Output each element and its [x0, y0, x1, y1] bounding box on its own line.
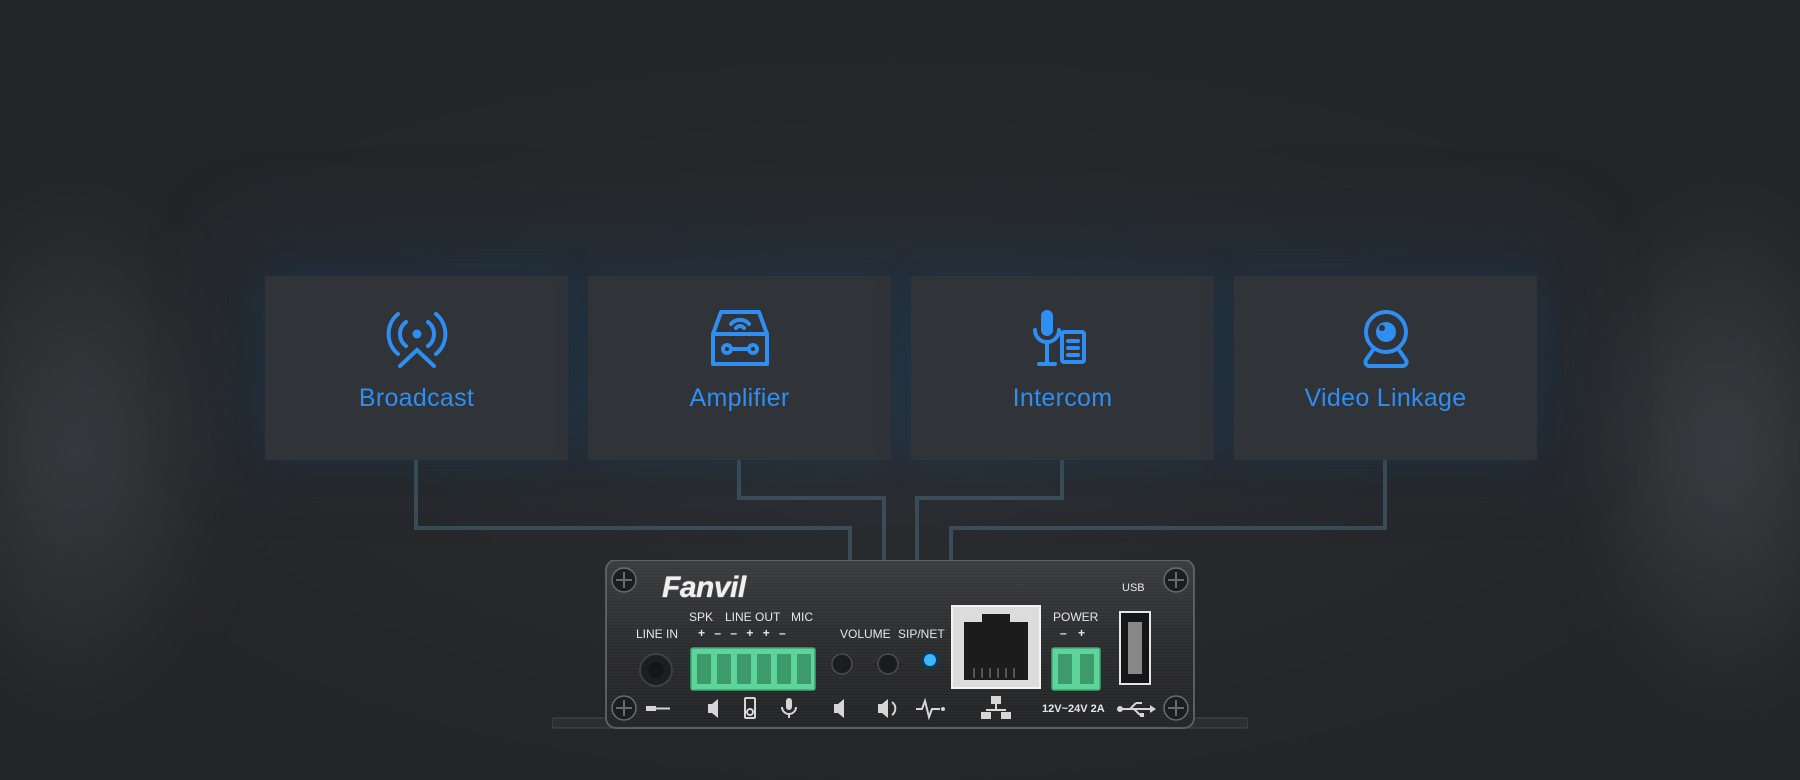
sip-net-label: SIP/NET: [898, 627, 945, 641]
spk-label: SPK: [689, 610, 714, 624]
feature-label: Amplifier: [689, 384, 790, 412]
volume-label: VOLUME: [840, 627, 891, 641]
power-polarity-label: – +: [1060, 626, 1086, 640]
mic-label: MIC: [791, 610, 813, 624]
amplifier-icon: [705, 308, 775, 370]
line-in-label: LINE IN: [636, 627, 679, 641]
feature-label: Broadcast: [358, 384, 475, 412]
power-spec-label: 12V~24V 2A: [1042, 703, 1105, 715]
brand-logo: Fanvil: [662, 571, 746, 604]
line-out-label: LINE OUT: [725, 610, 781, 624]
amplifier-device: [552, 560, 1248, 729]
feature-label: Intercom: [1012, 384, 1113, 412]
terminal-polarity-label: + – – + + –: [698, 626, 786, 640]
feature-card-broadcast: Broadcast: [265, 276, 568, 460]
feature-card-amplifier: Amplifier: [588, 276, 891, 460]
usb-label: USB: [1122, 582, 1145, 594]
feature-card-video-linkage: Video Linkage: [1234, 276, 1537, 460]
power-label: POWER: [1053, 610, 1099, 624]
intercom-icon: [1028, 308, 1098, 370]
feature-label: Video Linkage: [1304, 384, 1467, 412]
right-glow: [1570, 170, 1800, 730]
left-glow: [0, 170, 230, 730]
feature-card-intercom: Intercom: [911, 276, 1214, 460]
broadcast-icon: [382, 308, 452, 370]
camera-icon: [1351, 308, 1421, 370]
